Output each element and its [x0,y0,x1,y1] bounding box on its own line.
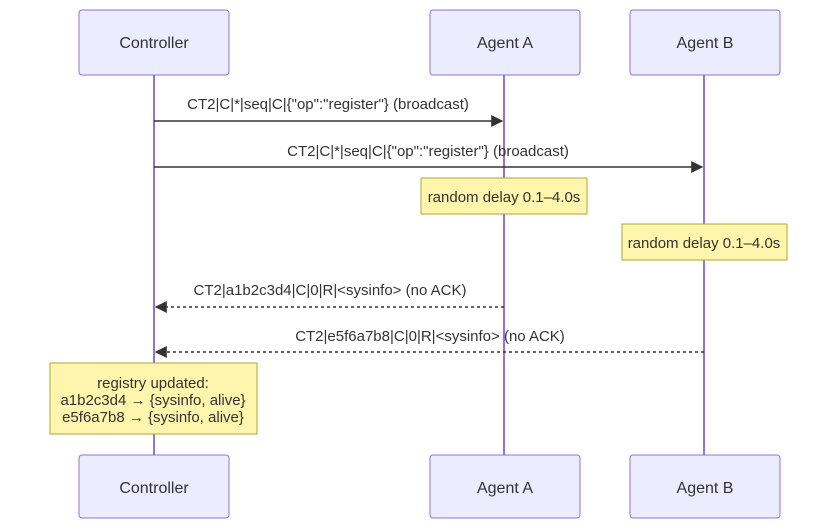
message-label: CT2|C|*|seq|C|{"op":"register"} (broadca… [187,96,469,113]
message-label: CT2|e5f6a7b8|C|0|R|<sysinfo> (no ACK) [295,328,565,345]
note-label: random delay 0.1–4.0s [628,235,781,252]
actor-agent-a-bottom: Agent A [429,454,581,519]
note-line-2: a1b2c3d4 → {sysinfo, alive} [60,392,245,409]
actor-controller-bottom: Controller [78,454,230,519]
message-label: CT2|a1b2c3d4|C|0|R|<sysinfo> (no ACK) [194,282,467,299]
note-agent-a-delay: random delay 0.1–4.0s [420,177,588,215]
actor-label: Agent A [477,480,533,497]
actor-label: Agent B [677,35,734,52]
actor-label: Controller [119,35,189,52]
actor-agent-b-top: Agent B [629,9,781,76]
actor-label: Agent A [477,35,533,52]
note-registry-updated: registry updated: a1b2c3d4 → {sysinfo, a… [49,362,258,435]
message-label: CT2|C|*|seq|C|{"op":"register"} (broadca… [287,143,569,160]
message-broadcast-to-agent-a: CT2|C|*|seq|C|{"op":"register"} (broadca… [154,96,504,127]
message-reply-from-agent-a: CT2|a1b2c3d4|C|0|R|<sysinfo> (no ACK) [154,282,504,313]
note-label: random delay 0.1–4.0s [428,189,581,206]
message-broadcast-to-agent-b: CT2|C|*|seq|C|{"op":"register"} (broadca… [154,143,704,173]
actor-label: Agent B [677,480,734,497]
actor-label: Controller [119,480,189,497]
actor-agent-b-bottom: Agent B [629,454,781,519]
actor-controller-top: Controller [78,9,230,76]
note-agent-b-delay: random delay 0.1–4.0s [621,223,788,261]
note-line-3: e5f6a7b8 → {sysinfo, alive} [62,409,244,426]
note-line-1: registry updated: [97,375,209,392]
actor-agent-a-top: Agent A [429,9,581,76]
message-reply-from-agent-b: CT2|e5f6a7b8|C|0|R|<sysinfo> (no ACK) [154,328,704,358]
